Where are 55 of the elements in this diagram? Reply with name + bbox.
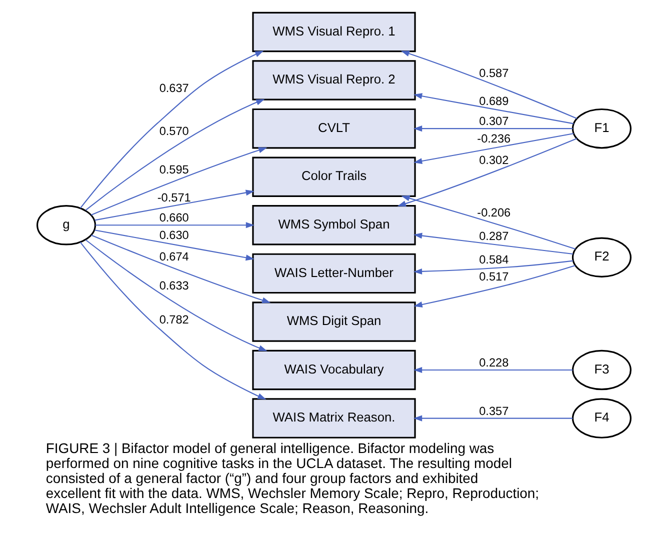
arrow	[84, 239, 267, 352]
node-ellipse: F3	[571, 350, 632, 390]
node-box: WAIS Vocabulary	[252, 350, 416, 390]
edge-label: 0.660	[158, 210, 188, 225]
arrow	[79, 50, 264, 209]
node-box: CVLT	[252, 108, 416, 149]
edge-label: -0.571	[156, 190, 190, 204]
arrow	[413, 265, 575, 308]
arrow	[413, 132, 574, 164]
edge-label: -0.206	[476, 205, 510, 220]
node-box: WMS Symbol Span	[252, 205, 416, 246]
edge-label: 0.307	[478, 114, 508, 128]
edge-label: 0.517	[478, 270, 508, 284]
edge-label: 0.570	[158, 124, 188, 138]
node-box: WMS Digit Span	[252, 302, 416, 342]
arrow	[94, 190, 254, 221]
edge-label: 0.302	[478, 152, 508, 167]
node-box: WMS Visual Repro. 1	[252, 12, 416, 52]
node-box: WAIS Matrix Reason.	[252, 398, 416, 438]
arrow	[412, 126, 572, 132]
edge-label: 0.357	[478, 404, 508, 418]
node-box: WAIS Letter-Number	[252, 253, 416, 294]
arrow	[413, 232, 573, 255]
arrow	[94, 222, 254, 228]
edge-label: 0.689	[478, 94, 508, 108]
arrow	[94, 230, 254, 261]
node-ellipse: g	[36, 205, 96, 246]
node-box: WMS Visual Repro. 2	[252, 60, 416, 100]
edge-label: 0.287	[478, 228, 508, 243]
arrow	[412, 415, 572, 422]
edge-label: 0.633	[158, 278, 188, 292]
arrow	[412, 367, 572, 374]
caption: FIGURE 3 | Bifactor model of general intelligence. Bifactor modeling was performed on nine cognitive tasks in the UCLA dataset. The resulting model consisted of a general factor (“g”) and four group factors and exhibited excellent fit with the data. WMS, Wechsler Memory Scale; Repro, Reproduction; WAIS, Wechsler Adult Intelligence Scale; Reason, Reasoning.	[45, 440, 539, 516]
arrow	[396, 138, 577, 206]
arrow	[412, 260, 573, 274]
edge-label: 0.584	[478, 252, 508, 267]
arrow	[400, 50, 577, 119]
edge-label: 0.674	[158, 249, 188, 264]
arrow	[90, 234, 270, 304]
arrow	[90, 147, 267, 216]
arrow	[79, 242, 266, 400]
node-ellipse: F2	[571, 237, 632, 278]
edge-label: 0.595	[158, 162, 188, 176]
node-box: Color Trails	[252, 156, 416, 197]
node-ellipse: F1	[571, 108, 632, 149]
arrow	[400, 195, 576, 250]
edge-label: 0.637	[158, 80, 188, 95]
edge-label: 0.228	[478, 356, 508, 370]
edge-label: 0.587	[478, 66, 508, 80]
edge-label: 0.630	[158, 228, 188, 242]
edge-label: -0.236	[476, 131, 510, 146]
edge-label: 0.782	[158, 312, 188, 327]
arrow	[413, 93, 574, 124]
node-ellipse: F4	[571, 398, 632, 438]
arrow	[84, 99, 264, 211]
